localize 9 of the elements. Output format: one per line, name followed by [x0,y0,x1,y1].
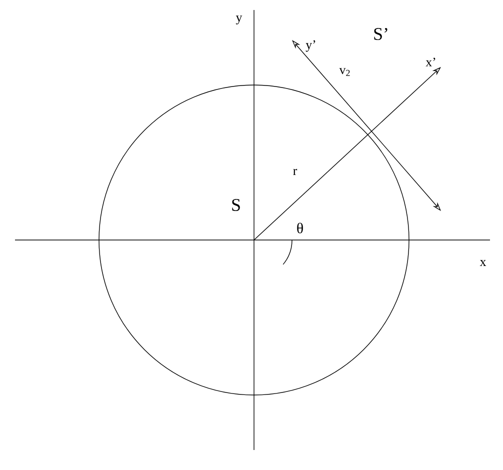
angle-label: θ [297,222,303,234]
axis-label: y’ [306,40,316,52]
radius-label: r [293,168,298,176]
axis-label: y [236,16,242,24]
axis-label: x [480,260,486,266]
frame-label: S’ [374,28,388,40]
frame-label: S [232,198,240,212]
axis-label: x’ [426,58,436,66]
velocity-label: v$_{2}$ [339,68,350,76]
